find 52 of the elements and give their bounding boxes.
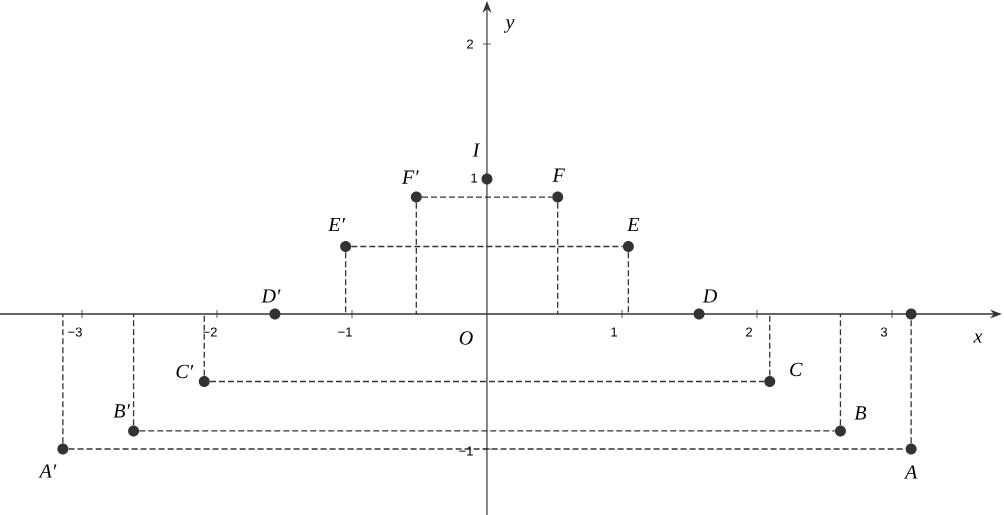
origin-label: O bbox=[459, 331, 473, 345]
point-label: B′ bbox=[113, 404, 131, 418]
point-label: D′ bbox=[261, 289, 281, 303]
dashed-line bbox=[345, 251, 347, 315]
point bbox=[905, 443, 917, 455]
point bbox=[693, 308, 705, 320]
dashed-line bbox=[209, 380, 765, 383]
point bbox=[128, 425, 140, 437]
point bbox=[834, 425, 846, 437]
point-label: D bbox=[702, 289, 717, 303]
point-label: F′ bbox=[401, 170, 419, 184]
dashed-line bbox=[839, 313, 842, 426]
point bbox=[481, 173, 493, 185]
tick-label: −2 bbox=[203, 327, 217, 337]
tick-label: 1 bbox=[611, 327, 617, 337]
point-label: F bbox=[552, 168, 565, 182]
tick-label: 2 bbox=[467, 39, 473, 49]
point bbox=[198, 376, 210, 387]
dashed-line bbox=[132, 313, 135, 426]
dashed-line bbox=[769, 313, 771, 377]
point-label: A bbox=[903, 465, 918, 479]
dashed-line bbox=[910, 319, 912, 444]
dashed-line bbox=[350, 245, 624, 248]
tick-label: −1 bbox=[459, 446, 473, 456]
point-label: I bbox=[472, 143, 481, 157]
tick-label: −1 bbox=[338, 327, 352, 337]
point-label: E bbox=[627, 217, 640, 232]
point bbox=[410, 191, 422, 203]
tick-label: −3 bbox=[68, 327, 82, 337]
dashed-line bbox=[138, 430, 836, 432]
point-label: C′ bbox=[176, 364, 194, 379]
point-label: A′ bbox=[38, 464, 57, 478]
tick-label: 2 bbox=[746, 327, 752, 337]
point-label: B bbox=[854, 406, 867, 420]
point bbox=[340, 241, 352, 252]
axis-label: y bbox=[503, 19, 515, 33]
dashed-line bbox=[627, 251, 630, 315]
dashed-line bbox=[557, 202, 559, 315]
point bbox=[269, 308, 281, 320]
point bbox=[764, 376, 776, 387]
dashed-line bbox=[415, 202, 417, 315]
point bbox=[552, 191, 564, 203]
point bbox=[905, 308, 917, 320]
point bbox=[622, 241, 634, 252]
point bbox=[57, 443, 69, 455]
tick-label: 3 bbox=[880, 327, 888, 337]
dashed-line bbox=[203, 313, 205, 377]
axis-label: x bbox=[973, 333, 983, 343]
dashed-line bbox=[62, 313, 64, 444]
point-label: E′ bbox=[328, 217, 346, 232]
dashed-line bbox=[421, 196, 553, 198]
point-label: C bbox=[790, 362, 803, 377]
